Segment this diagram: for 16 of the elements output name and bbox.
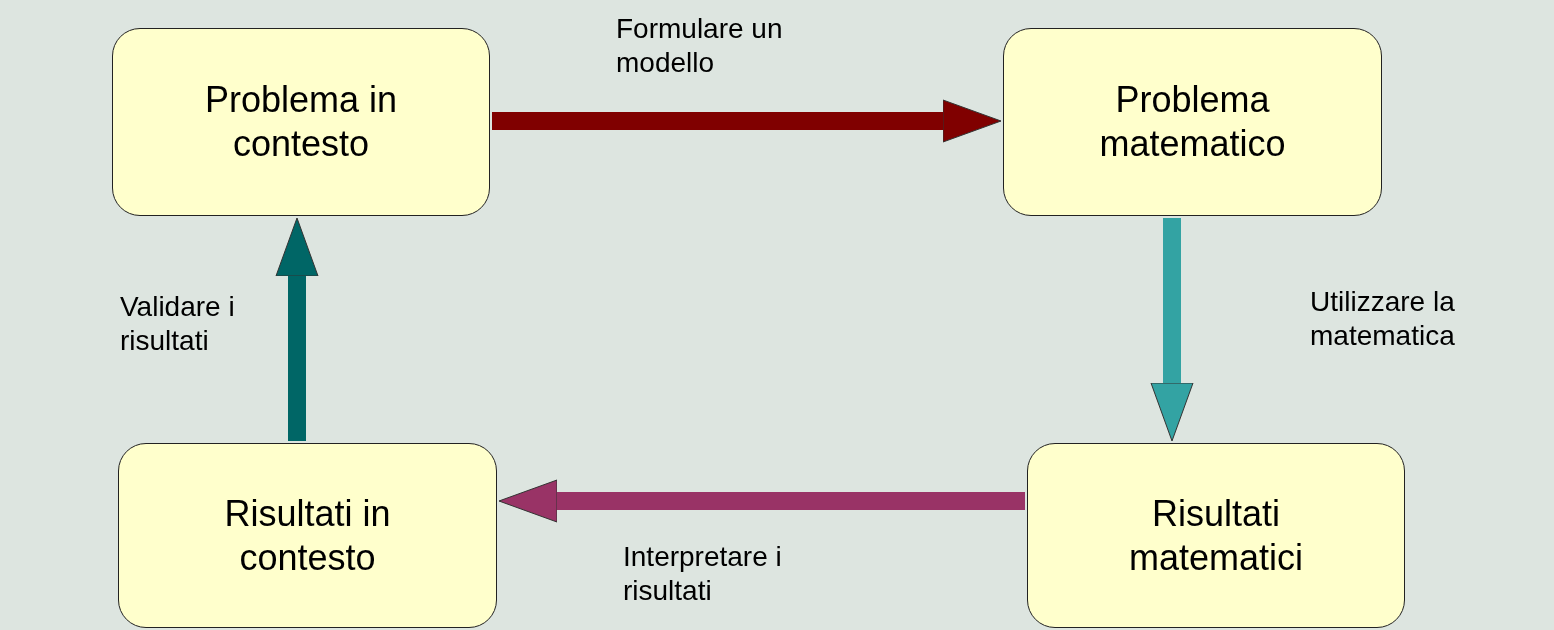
edge-label: Validare i risultati: [120, 290, 236, 358]
block-arrow: [492, 99, 1002, 143]
rounded-box: [1027, 443, 1405, 628]
box-label: Risultati in contesto: [223, 491, 392, 580]
rounded-box: [1003, 28, 1382, 216]
rounded-box: [118, 443, 497, 628]
edge-label: Formulare un modello: [616, 12, 784, 80]
block-arrow: [1150, 218, 1194, 442]
edge-label: Utilizzare la matematica: [1310, 285, 1456, 353]
box-label: Problema in contesto: [203, 78, 399, 166]
block-arrow: [275, 217, 319, 441]
rounded-box: [112, 28, 490, 216]
edge-label: Interpretare i risultati: [623, 540, 783, 608]
box-label: Problema matematico: [1098, 78, 1287, 166]
box-label: Risultati matematici: [1127, 491, 1304, 580]
block-arrow: [498, 479, 1025, 523]
